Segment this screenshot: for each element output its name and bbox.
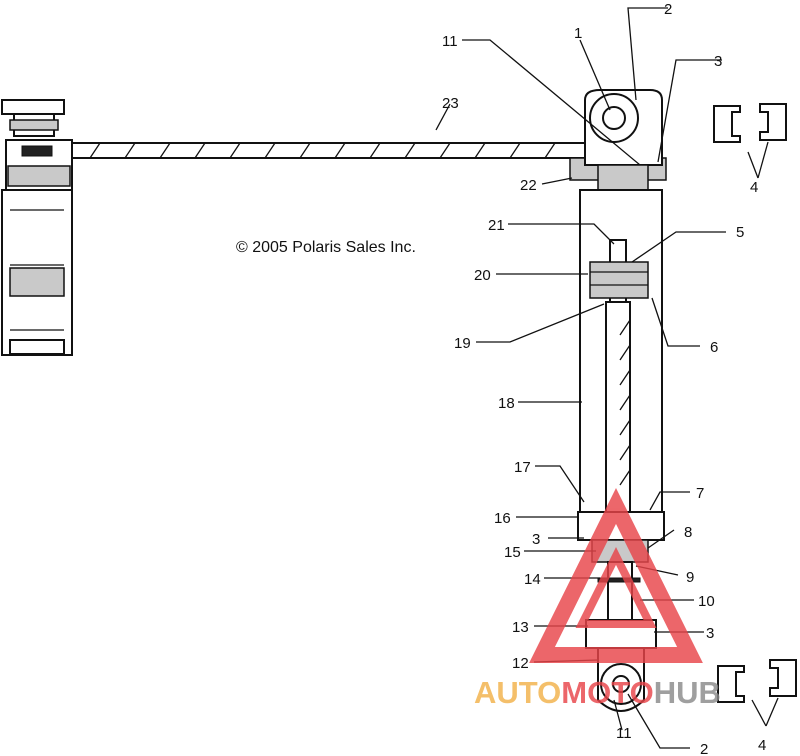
reservoir-cap-top xyxy=(1,99,65,115)
callout-8: 8 xyxy=(684,524,692,541)
callout-14: 14 xyxy=(524,571,541,588)
watermark-part-auto: AUTO xyxy=(474,675,561,710)
callout-4-bot: 4 xyxy=(758,737,766,754)
reservoir-valve xyxy=(21,145,53,157)
callout-23: 23 xyxy=(442,95,459,112)
watermark-text: AUTOMOTOHUB xyxy=(474,675,721,710)
watermark-triangle-logo xyxy=(529,488,703,663)
leader-lines xyxy=(435,7,779,749)
callout-21: 21 xyxy=(488,217,505,234)
callout-4-top: 4 xyxy=(750,179,758,196)
callout-16: 16 xyxy=(494,510,511,527)
bumper-ring xyxy=(597,577,641,583)
watermark-part-moto: MOTO xyxy=(561,675,653,710)
callout-20: 20 xyxy=(474,267,491,284)
lower-eye-bore xyxy=(612,675,630,693)
callout-22: 22 xyxy=(520,177,537,194)
reservoir-piston xyxy=(7,165,71,187)
callout-2-bot: 2 xyxy=(700,741,708,756)
callout-6: 6 xyxy=(710,339,718,356)
reservoir-canister xyxy=(1,99,73,356)
spacer-washers-bottom xyxy=(717,659,797,703)
callout-3-low: 3 xyxy=(706,625,714,642)
callout-3-top: 3 xyxy=(714,53,722,70)
callout-3-mid: 3 xyxy=(532,531,540,548)
body-cap xyxy=(597,164,649,191)
watermark-inner-triangle xyxy=(575,547,657,628)
callout-7: 7 xyxy=(696,485,704,502)
callout-12: 12 xyxy=(512,655,529,672)
callout-5: 5 xyxy=(736,224,744,241)
callout-1: 1 xyxy=(574,25,582,42)
spacer-left-bottom xyxy=(717,665,745,703)
spacer-washers-top xyxy=(713,103,787,143)
callout-2-top: 2 xyxy=(664,1,672,18)
spacer-right-bottom xyxy=(769,659,797,697)
hose-body xyxy=(71,142,593,159)
watermark: AUTOMOTOHUB xyxy=(474,488,721,710)
reservoir-end-cap xyxy=(9,339,65,355)
reservoir-floating-piston xyxy=(9,267,65,297)
copyright-text: © 2005 Polaris Sales Inc. xyxy=(236,239,416,256)
callout-18: 18 xyxy=(498,395,515,412)
callout-17: 17 xyxy=(514,459,531,476)
spacer-right-top xyxy=(759,103,787,141)
callout-15: 15 xyxy=(504,544,521,561)
callout-19: 19 xyxy=(454,335,471,352)
piston-valve-stack xyxy=(589,261,649,299)
callout-10: 10 xyxy=(698,593,715,610)
shock-body xyxy=(577,89,665,712)
callout-13: 13 xyxy=(512,619,529,636)
callout-11-top: 11 xyxy=(442,33,458,50)
callout-11-bot: 11 xyxy=(616,725,632,742)
callout-labels: 1 2 3 4 5 6 7 8 9 10 11 12 13 14 15 16 1… xyxy=(442,1,766,756)
reservoir-hose xyxy=(71,142,667,181)
watermark-part-hub: HUB xyxy=(654,675,721,710)
spacer-left-top xyxy=(713,105,741,143)
reservoir-cap-band xyxy=(9,119,59,131)
callout-9: 9 xyxy=(686,569,694,586)
top-eye-bore xyxy=(602,106,626,130)
shock-shaft xyxy=(605,301,631,513)
